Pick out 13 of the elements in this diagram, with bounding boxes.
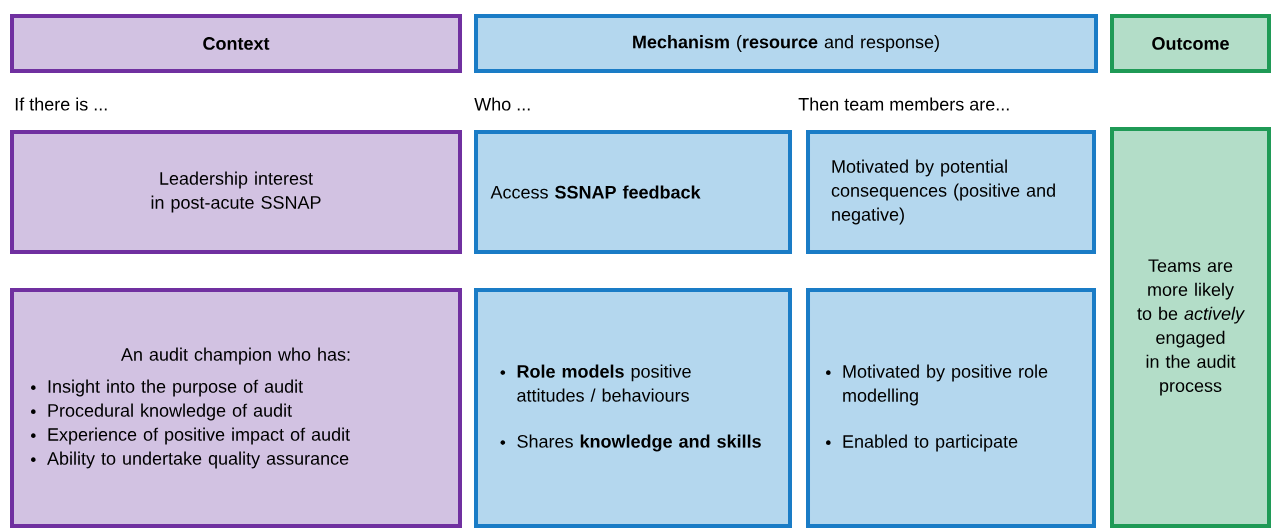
outcome-box: Teams are more likely to be actively engaged in the audit process: [1110, 127, 1271, 528]
context-box: An audit champion who has: Insight into the purpose of audit Procedural knowledge of audit Experience of positive impact of audit Ability to undertake quality assurance: [10, 288, 462, 528]
mechanism-box: Role models positive attitudes / behaviours Shares knowledge and skills: [474, 288, 792, 528]
mechanism-box: Access SSNAP feedback: [474, 130, 792, 254]
column-label: Then team members are...: [798, 97, 1009, 111]
column-label: If there is ...: [15, 97, 107, 111]
column-label: Who ...: [474, 97, 530, 111]
header-box: Outcome: [1110, 14, 1271, 73]
context-box: Leadership interest in post-acute SSNAP: [10, 130, 462, 254]
header-box: Context: [10, 14, 462, 73]
header-box: Mechanism (resource and response): [474, 14, 1098, 73]
mechanism-box: Motivated by positive role modelling Enabled to participate: [806, 288, 1096, 528]
mechanism-box: Motivated by potential consequences (positive and negative): [806, 130, 1096, 254]
